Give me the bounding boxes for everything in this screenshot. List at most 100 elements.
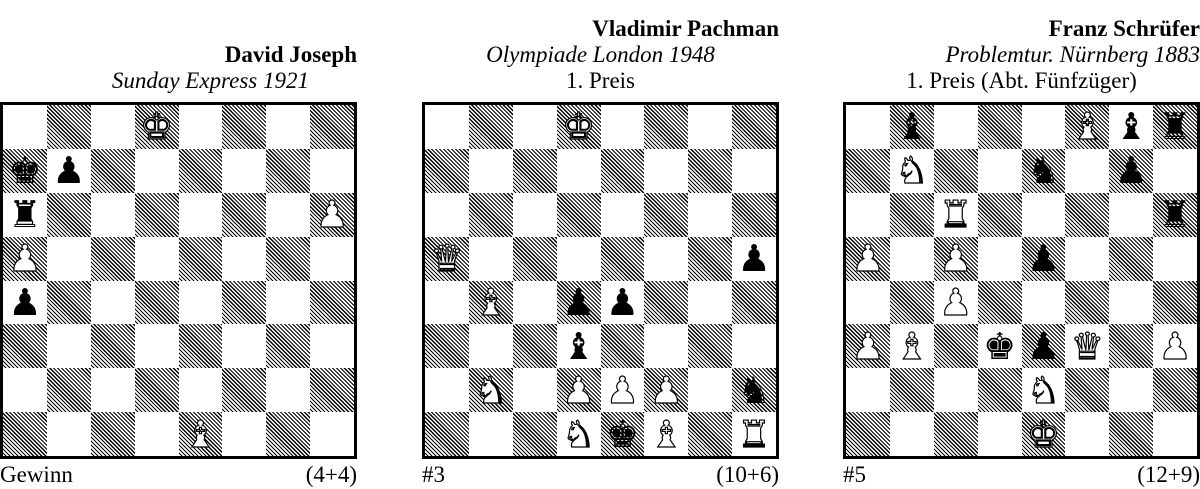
dark-square [135,193,179,237]
author: David Joseph [0,42,357,68]
dark-square [222,281,266,325]
light-square [934,368,978,412]
white-pawn-icon: ♟ [601,368,645,412]
dark-square [688,149,732,193]
black-rook-icon: ♜ [1153,193,1197,237]
white-pawn-icon: ♟ [934,281,978,325]
light-square [1153,412,1197,456]
piece-count: (4+4) [306,462,357,488]
white-pawn-icon: ♟ [1153,324,1197,368]
light-square [1109,281,1153,325]
prize: 1. Preis [422,68,779,94]
stipulation: #3 [422,462,445,488]
dark-square [732,281,776,325]
light-square [91,105,135,149]
white-knight-icon: ♞ [557,412,601,456]
problem-1: David Joseph Sunday Express 1921 ♚♚♟♜♟♟♟… [0,0,357,489]
light-square [732,324,776,368]
stipulation: #5 [843,462,866,488]
light-square [601,193,645,237]
white-rook-icon: ♜ [934,193,978,237]
dark-square [179,149,223,193]
black-pawn-icon: ♟ [601,281,645,325]
light-square [266,105,310,149]
light-square [890,412,934,456]
dark-square [310,105,354,149]
light-square [890,237,934,281]
dark-square [732,193,776,237]
white-king-icon: ♚ [1022,412,1066,456]
light-square [601,105,645,149]
light-square [222,412,266,456]
light-square [557,149,601,193]
light-square [469,237,513,281]
light-square [179,193,223,237]
light-square [47,237,91,281]
dark-square [469,105,513,149]
dark-square [3,324,47,368]
white-pawn-icon: ♟ [846,324,890,368]
light-square [1109,193,1153,237]
light-square [688,281,732,325]
light-square [1022,193,1066,237]
light-square [266,281,310,325]
black-bishop-icon: ♝ [557,324,601,368]
light-square [222,237,266,281]
chessboard: ♚♚♟♜♟♟♟♝ [0,102,357,459]
chessboard: ♝♝♝♜♞♞♟♜♜♟♟♟♟♟♝♚♟♛♟♞♚ [843,102,1200,459]
dark-square [266,324,310,368]
dark-square [266,237,310,281]
light-square [179,105,223,149]
light-square [1022,281,1066,325]
stipulation: Gewinn [0,462,73,488]
white-knight-icon: ♞ [890,149,934,193]
light-square [135,149,179,193]
dark-square [91,324,135,368]
dark-square [1109,324,1153,368]
dark-square [135,368,179,412]
light-square [310,237,354,281]
light-square [732,149,776,193]
light-square [644,149,688,193]
dark-square [310,281,354,325]
dark-square [1109,412,1153,456]
black-bishop-icon: ♝ [1109,105,1153,149]
dark-square [310,368,354,412]
light-square [846,105,890,149]
dark-square [846,149,890,193]
light-square [1109,368,1153,412]
dark-square [222,368,266,412]
dark-square [978,105,1022,149]
white-bishop-icon: ♝ [644,412,688,456]
dark-square [1153,368,1197,412]
dark-square [934,324,978,368]
light-square [469,412,513,456]
black-king-icon: ♚ [3,149,47,193]
dark-square [557,193,601,237]
white-knight-icon: ♞ [1022,368,1066,412]
light-square [644,324,688,368]
author: Franz Schrüfer [843,16,1200,42]
white-pawn-icon: ♟ [934,237,978,281]
dark-square [179,237,223,281]
light-square [846,193,890,237]
light-square [688,193,732,237]
source: Olympiade London 1948 [422,42,779,68]
dark-square [3,412,47,456]
dark-square [934,412,978,456]
black-pawn-icon: ♟ [732,237,776,281]
light-square [425,193,469,237]
white-knight-icon: ♞ [469,368,513,412]
dark-square [425,149,469,193]
dark-square [91,237,135,281]
light-square [266,368,310,412]
light-square [425,281,469,325]
light-square [557,237,601,281]
dark-square [47,193,91,237]
dark-square [513,237,557,281]
light-square [222,149,266,193]
white-queen-icon: ♛ [1065,324,1109,368]
dark-square [890,368,934,412]
light-square [688,368,732,412]
problem-3: Franz Schrüfer Problemtur. Nürnberg 1883… [843,0,1200,489]
